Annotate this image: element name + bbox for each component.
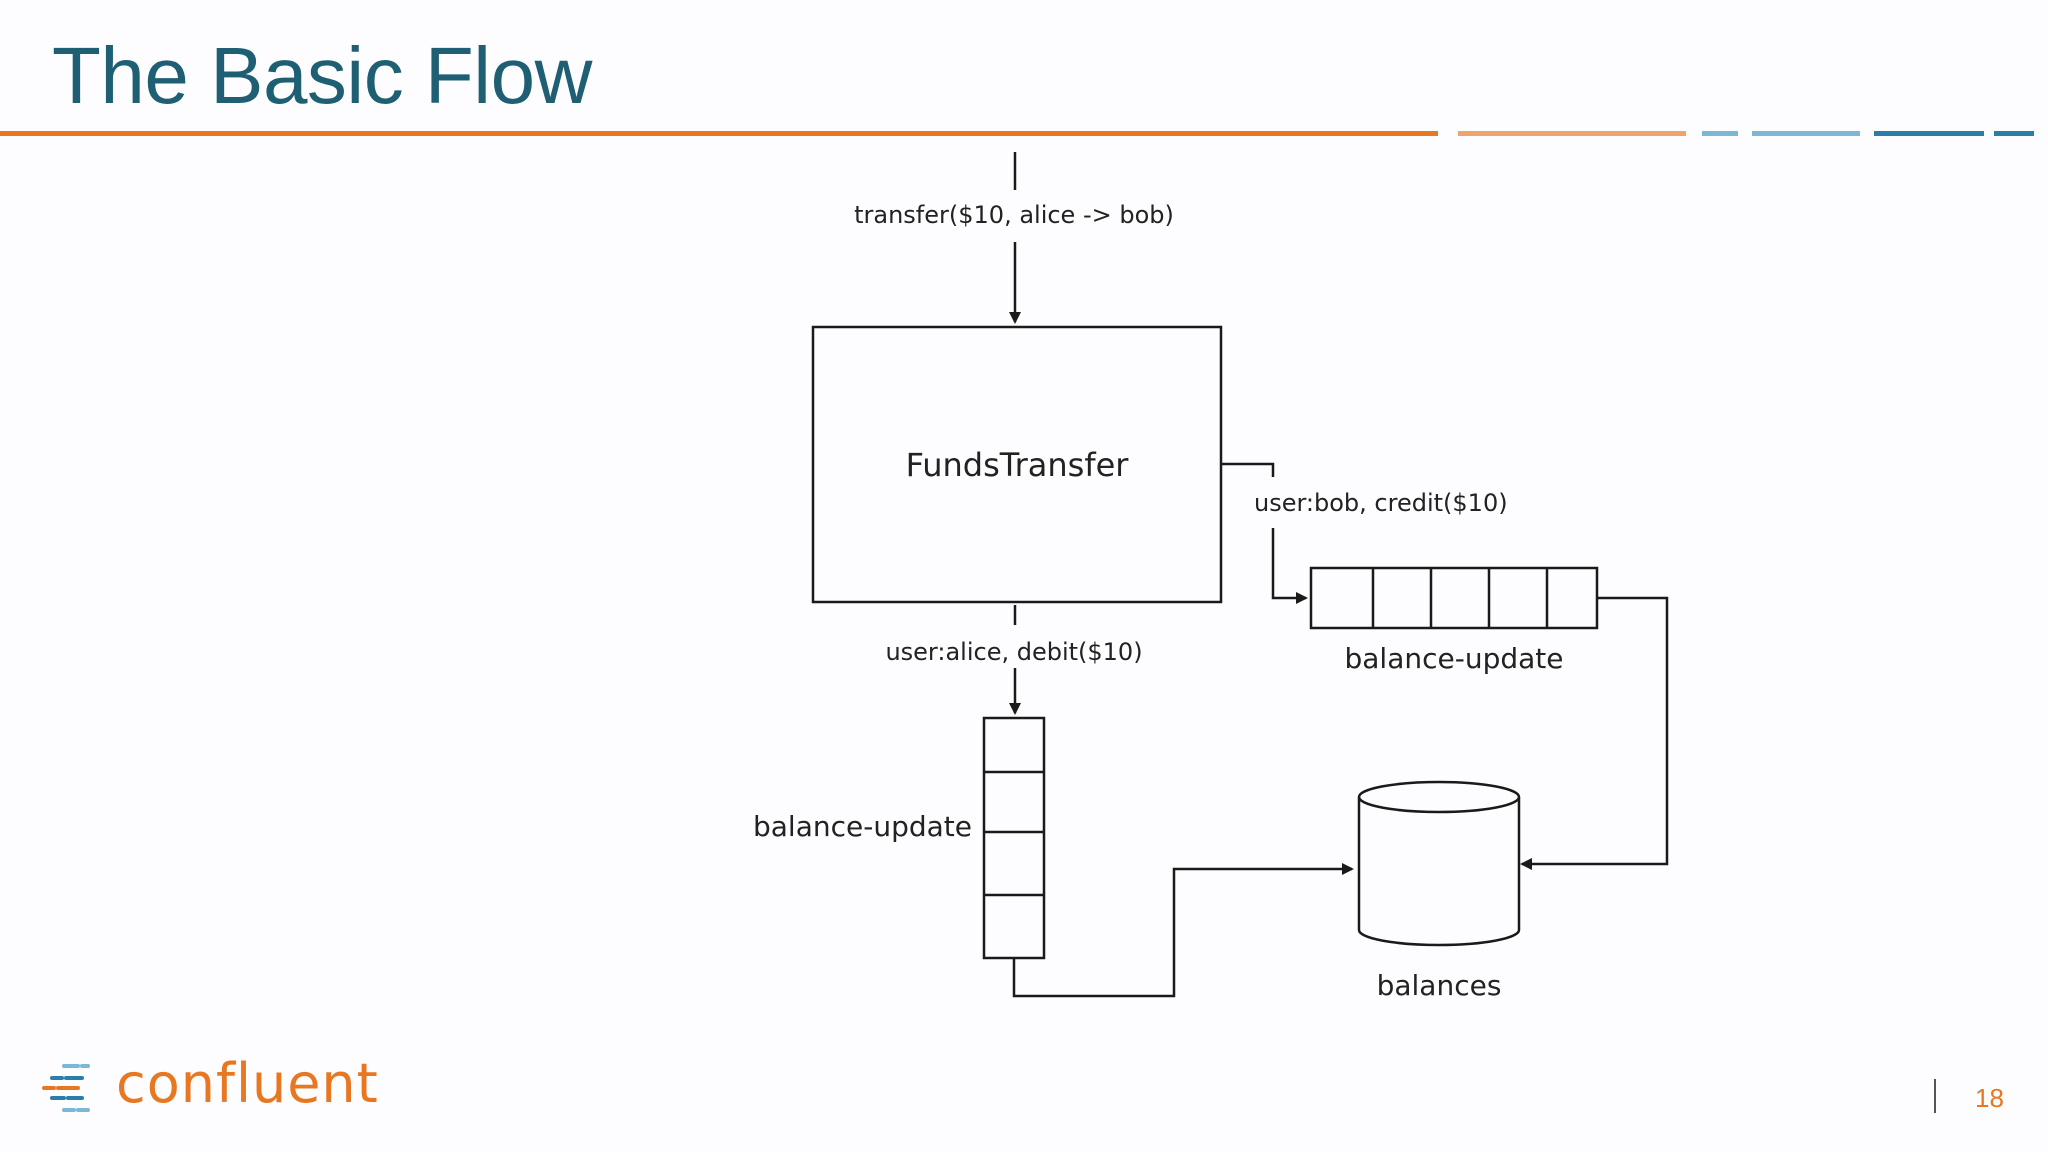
topic-to-store-arrow-right: [1520, 596, 1669, 870]
confluent-mark-icon: [42, 1064, 90, 1112]
store-label: balances: [1377, 969, 1502, 1002]
header-rule-blue-dark: [1874, 131, 1984, 136]
balances-store-top: [1357, 780, 1521, 814]
header-rule-blue-light: [1752, 131, 1860, 136]
topic-horizontal-label: balance-update: [1345, 642, 1564, 675]
credit-label: user:bob, credit($10): [1254, 489, 1508, 517]
slide-title: The Basic Flow: [52, 31, 592, 120]
logo-text: confluent: [116, 1052, 379, 1115]
topic-horizontal: [1309, 566, 1599, 630]
header-rule-orange: [0, 131, 1438, 136]
topic-vertical: [982, 716, 1046, 960]
input-label: transfer($10, alice -> bob): [854, 201, 1174, 229]
header-rule-blue-dash-2: [1994, 131, 2034, 136]
topic-vertical-label: balance-update: [753, 810, 972, 843]
processor-label: FundsTransfer: [906, 446, 1130, 484]
credit-line-top: [1221, 462, 1275, 477]
topic-to-store-arrow-left: [1012, 863, 1354, 998]
header-rule-orange-light: [1458, 131, 1686, 136]
header-rule-blue-dash-1: [1702, 131, 1738, 136]
page-number: 18: [1975, 1083, 2004, 1113]
confluent-logo: confluent: [42, 1052, 378, 1118]
balances-store: [1357, 797, 1521, 947]
footer-separator: [1934, 1079, 1936, 1113]
debit-label: user:alice, debit($10): [885, 638, 1142, 666]
credit-arrow: [1271, 528, 1308, 604]
